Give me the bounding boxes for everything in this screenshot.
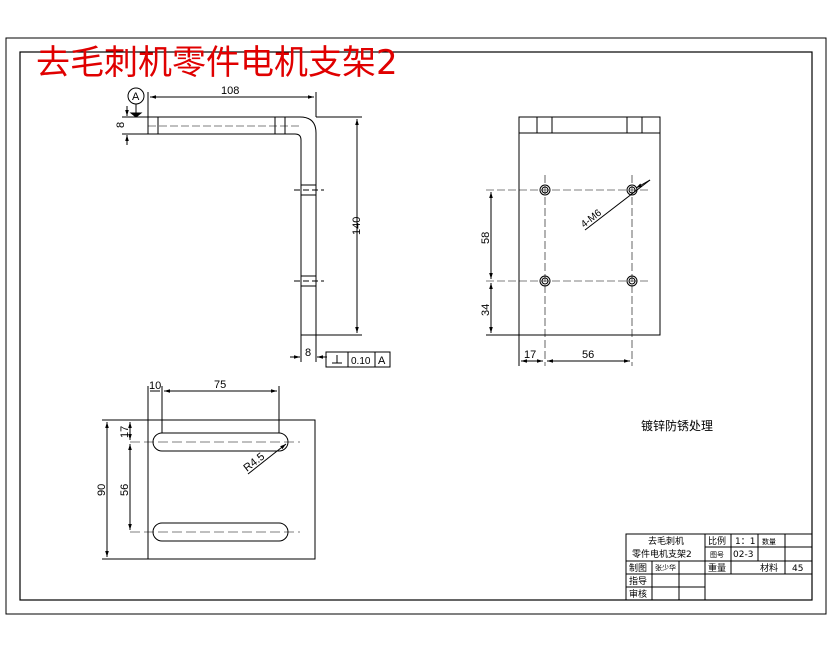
inner-frame [19,51,813,601]
dim-108: 108 [221,85,239,97]
part-name-2: 零件电机支架2 [632,548,692,560]
dim-58: 58 [480,232,492,244]
slot-plate-view [102,386,316,560]
tolerance-datum: A [378,355,386,367]
surface-treatment-note: 镀锌防锈处理 [641,418,713,433]
dim-8-bottom: 8 [305,347,311,359]
datum-a-label: A [132,91,140,103]
scale-value: 1：1 [735,537,755,547]
material-label: 材料 [760,562,778,574]
dim-slot-56: 56 [119,484,131,496]
review-label: 审核 [629,588,647,600]
tolerance-frame [325,351,391,368]
scale-label: 比例 [708,535,726,547]
drawing-title: 去毛刺机零件电机支架2 [36,43,398,83]
tolerance-value: 0.10 [351,356,371,367]
hole-callout: 4-M6 [579,207,604,230]
hole-plate-view [486,116,661,366]
guide-label: 指导 [629,575,647,587]
drawn-value: 张少华 [655,563,676,572]
radius-label: R4.5 [241,451,267,475]
dim-75: 75 [214,379,226,391]
dim-17: 17 [524,349,536,361]
weight-label: 重量 [708,562,726,574]
quantity-label: 数量 [762,537,776,546]
drawing-no-value: 02-3 [733,550,753,560]
dim-8-top: 8 [115,122,127,128]
drawn-label: 制图 [629,562,647,574]
outer-frame [5,37,827,615]
dim-34: 34 [480,304,492,316]
drawing-no-label: 图号 [710,551,724,559]
dim-140: 140 [351,217,363,235]
material-value: 45 [792,564,803,574]
dim-slot-17: 17 [119,426,131,438]
dim-56: 56 [582,349,594,361]
part-name-1: 去毛刺机 [648,535,684,547]
dim-90: 90 [96,484,108,496]
dim-10: 10 [149,380,161,392]
side-view [122,87,362,362]
title-block [625,533,813,601]
